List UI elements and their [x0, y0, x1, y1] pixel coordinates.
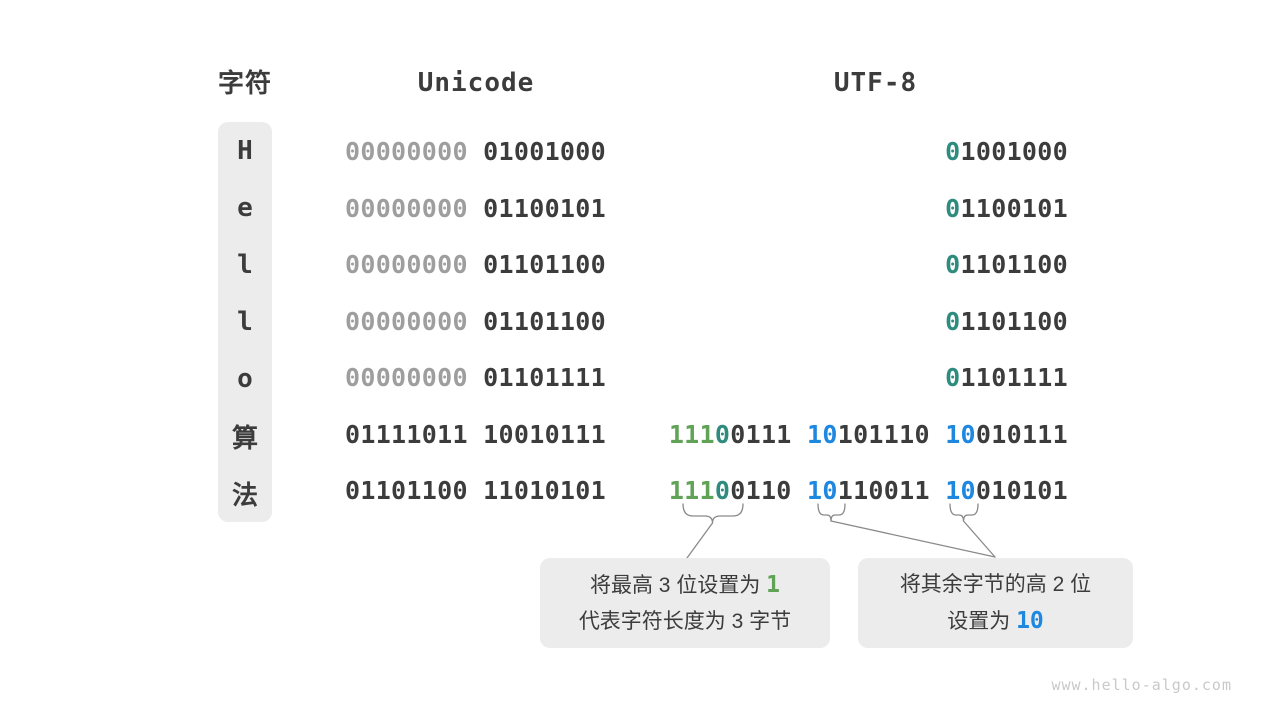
bit-segment-muted: 00000000 — [345, 137, 468, 166]
watermark: www.hello-algo.com — [1051, 676, 1232, 694]
callout-continuation-byte: 将其余字节的高 2 位 设置为 10 — [858, 558, 1133, 648]
bit-segment-dark: 11010101 — [483, 476, 606, 505]
bit-segment-dark: 010101 — [975, 476, 1068, 505]
bit-segment-dark: 01111011 — [345, 419, 468, 449]
bit-segment-muted: 00000000 — [345, 363, 468, 392]
bit-segment-muted: 00000000 — [345, 193, 468, 223]
bit-segment-muted: 00000000 — [345, 250, 468, 279]
bit-segment-blue: 10 — [807, 476, 838, 505]
highlight-bits-10: 10 — [1016, 607, 1044, 634]
bit-segment-teal: 0 — [945, 137, 961, 166]
char-cell: 算 — [231, 423, 258, 454]
highlight-bit-1: 1 — [766, 571, 781, 598]
unicode-bytes: 00000000 01101100 — [345, 305, 606, 339]
unicode-bytes: 00000000 01100101 — [345, 192, 606, 226]
char-cell: l — [237, 306, 253, 337]
bit-segment-teal: 0 — [945, 193, 961, 223]
bit-segment-dark: 01101100 — [483, 306, 606, 336]
callout-continuation-line1: 将其余字节的高 2 位 — [899, 572, 1092, 596]
char-cell: o — [237, 364, 253, 395]
char-cell: e — [237, 192, 253, 223]
bit-segment-blue: 10 — [807, 419, 838, 449]
unicode-bytes: 00000000 01001000 — [345, 135, 606, 169]
callout-leading-line1: 将最高 3 位设置为 1 — [540, 571, 830, 600]
bit-segment-dark: 110011 — [837, 476, 930, 505]
bit-segment-teal: 0 — [714, 476, 731, 505]
bit-segment-dark: 01100101 — [483, 193, 606, 223]
connector-line-continuation-1 — [830, 520, 996, 558]
connector-line-leading — [686, 522, 714, 559]
bit-segment-muted: 00000000 — [345, 306, 468, 336]
unicode-bytes: 00000000 01101100 — [345, 248, 606, 282]
bit-segment-dark: 01101100 — [483, 250, 606, 279]
unicode-bytes: 01101100 11010101 — [345, 474, 606, 508]
bit-segment-dark: 1100101 — [960, 193, 1068, 223]
bit-segment-dark: 1101100 — [960, 250, 1068, 279]
bit-segment-dark: 1101100 — [960, 306, 1068, 336]
header-char: 字符 — [217, 68, 272, 98]
bit-segment-dark: 0111 — [730, 419, 792, 449]
char-cell: H — [237, 135, 253, 166]
bit-segment-teal: 0 — [945, 363, 961, 392]
bit-segment-teal: 0 — [714, 419, 731, 449]
connector-line-continuation-2 — [962, 520, 996, 558]
bit-segment-blue: 10 — [945, 476, 976, 505]
bit-segment-teal: 0 — [945, 306, 961, 336]
unicode-bytes: 00000000 01101111 — [345, 361, 606, 395]
unicode-bytes: 01111011 10010111 — [345, 418, 606, 452]
callout-continuation-line2: 设置为 10 — [858, 607, 1133, 636]
bit-segment-green: 111 — [668, 419, 715, 449]
bit-segment-dark: 01101111 — [483, 363, 606, 392]
utf8-bytes: 01101100 — [945, 248, 1068, 282]
utf8-bytes: 11100110 10110011 10010101 — [669, 474, 1068, 508]
header-utf8: UTF-8 — [833, 68, 918, 98]
bit-segment-dark: 0110 — [730, 476, 792, 505]
utf8-bytes: 01001000 — [945, 135, 1068, 169]
callout-continuation-line2-text: 设置为 — [947, 609, 1011, 633]
bit-segment-blue: 10 — [945, 419, 976, 449]
bit-segment-dark: 01001000 — [483, 137, 606, 166]
utf8-bytes: 01101100 — [945, 305, 1068, 339]
bit-segment-dark: 101110 — [837, 419, 930, 449]
header-unicode: Unicode — [417, 68, 535, 98]
bit-segment-dark: 1001000 — [960, 137, 1068, 166]
utf8-bytes: 01101111 — [945, 361, 1068, 395]
bit-segment-dark: 01101100 — [345, 476, 468, 505]
utf8-bytes: 11100111 10101110 10010111 — [669, 418, 1068, 452]
bit-segment-dark: 010111 — [975, 419, 1068, 449]
callout-leading-line2: 代表字符长度为 3 字节 — [578, 609, 792, 633]
bit-segment-dark: 1101111 — [960, 363, 1068, 392]
bit-segment-teal: 0 — [945, 250, 961, 279]
char-cell: l — [237, 249, 253, 280]
char-cell: 法 — [231, 480, 258, 511]
callout-leading-line1-text: 将最高 3 位设置为 — [589, 573, 761, 597]
utf8-bytes: 01100101 — [945, 192, 1068, 226]
callout-leading-byte: 将最高 3 位设置为 1 代表字符长度为 3 字节 — [540, 558, 830, 648]
bit-segment-green: 111 — [668, 476, 715, 505]
bit-segment-dark: 10010111 — [483, 419, 606, 449]
